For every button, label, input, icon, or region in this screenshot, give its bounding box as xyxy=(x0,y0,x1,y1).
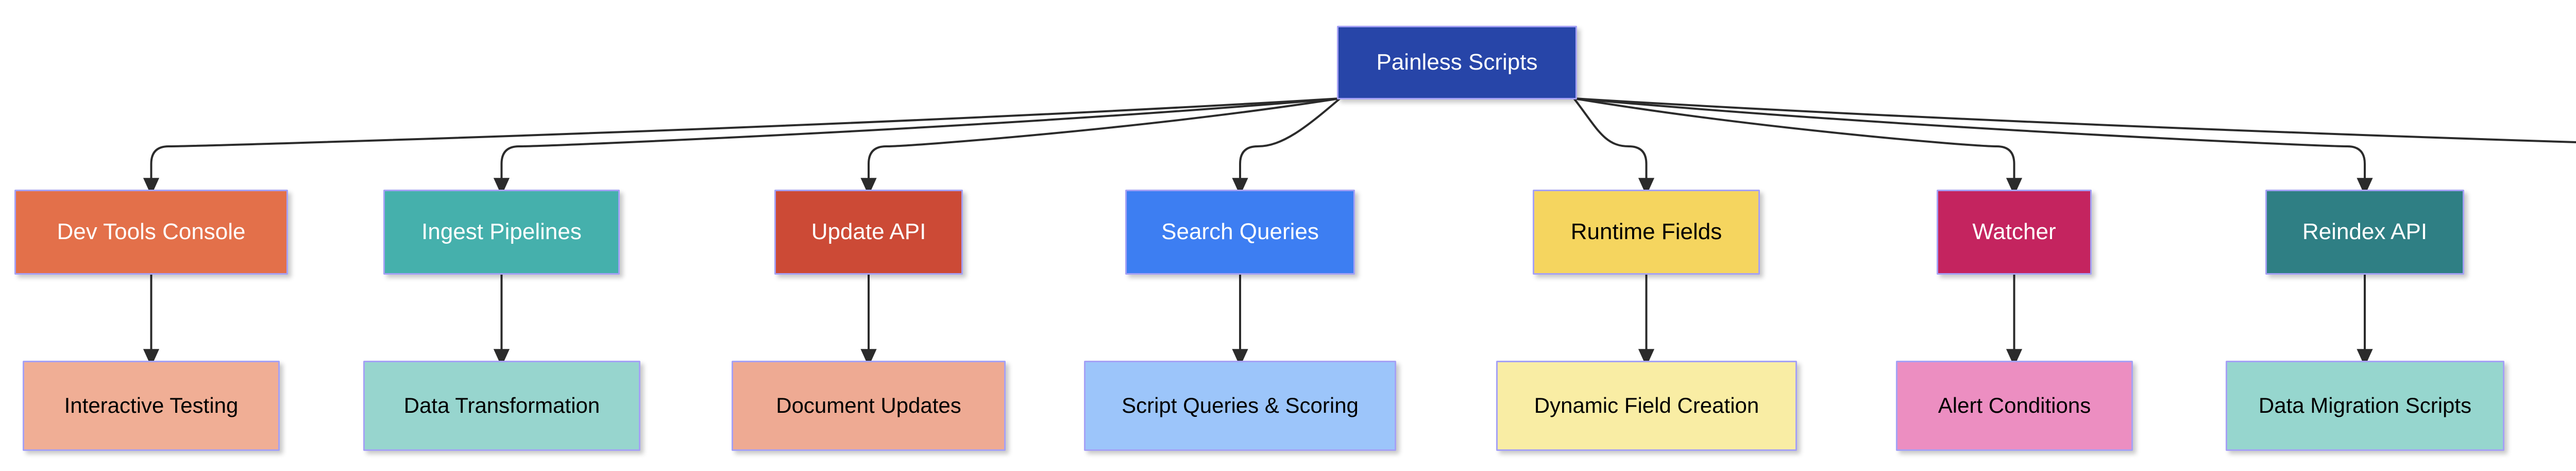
edge-root-to-branch-watcher xyxy=(1573,97,2023,196)
node-label: Ingest Pipelines xyxy=(421,219,582,245)
node-label: Dynamic Field Creation xyxy=(1534,393,1759,418)
node-label: Watcher xyxy=(1972,219,2056,245)
node-branch-update-api[interactable]: Update API xyxy=(774,190,963,275)
node-leaf-data-migration-scripts[interactable]: Data Migration Scripts xyxy=(2226,361,2504,451)
node-leaf-data-transformation[interactable]: Data Transformation xyxy=(363,361,640,451)
node-label: Data Transformation xyxy=(403,393,600,418)
node-label: Script Queries & Scoring xyxy=(1122,393,1359,418)
edge-root-to-branch-runtime-fields xyxy=(1573,97,1655,196)
node-leaf-document-updates[interactable]: Document Updates xyxy=(732,361,1006,451)
edge-root-to-branch-aggregations xyxy=(1573,97,2576,143)
child-edge-group xyxy=(143,275,2373,367)
edge-root-to-branch-search-queries xyxy=(1232,97,1341,196)
node-leaf-dynamic-field-creation[interactable]: Dynamic Field Creation xyxy=(1496,361,1797,451)
node-branch-ingest-pipelines[interactable]: Ingest Pipelines xyxy=(383,190,620,275)
node-label: Search Queries xyxy=(1161,219,1319,245)
node-branch-runtime-fields[interactable]: Runtime Fields xyxy=(1533,190,1760,275)
root-edge-group xyxy=(143,97,2576,196)
node-leaf-script-queries-scoring[interactable]: Script Queries & Scoring xyxy=(1084,361,1396,451)
edge-root-to-branch-update-api xyxy=(860,97,1341,196)
edge-root-to-branch-reindex-api xyxy=(1573,97,2373,196)
node-branch-search-queries[interactable]: Search Queries xyxy=(1125,190,1355,275)
edge-root-to-branch-ingest-pipelines xyxy=(493,97,1341,196)
node-branch-watcher[interactable]: Watcher xyxy=(1937,190,2092,275)
node-leaf-interactive-testing[interactable]: Interactive Testing xyxy=(23,361,280,451)
node-root-painless-scripts[interactable]: Painless Scripts xyxy=(1337,26,1577,99)
node-label: Painless Scripts xyxy=(1376,49,1538,75)
node-label: Dev Tools Console xyxy=(57,219,246,245)
node-label: Interactive Testing xyxy=(64,393,239,418)
node-branch-reindex-api[interactable]: Reindex API xyxy=(2265,190,2464,275)
node-label: Runtime Fields xyxy=(1570,219,1722,245)
node-label: Alert Conditions xyxy=(1938,393,2091,418)
node-leaf-alert-conditions[interactable]: Alert Conditions xyxy=(1896,361,2133,451)
node-label: Data Migration Scripts xyxy=(2258,393,2472,418)
node-label: Document Updates xyxy=(776,393,961,418)
node-branch-dev-tools-console[interactable]: Dev Tools Console xyxy=(14,190,288,275)
node-label: Reindex API xyxy=(2302,219,2428,245)
node-label: Update API xyxy=(811,219,926,245)
edge-root-to-branch-dev-tools-console xyxy=(143,97,1341,196)
